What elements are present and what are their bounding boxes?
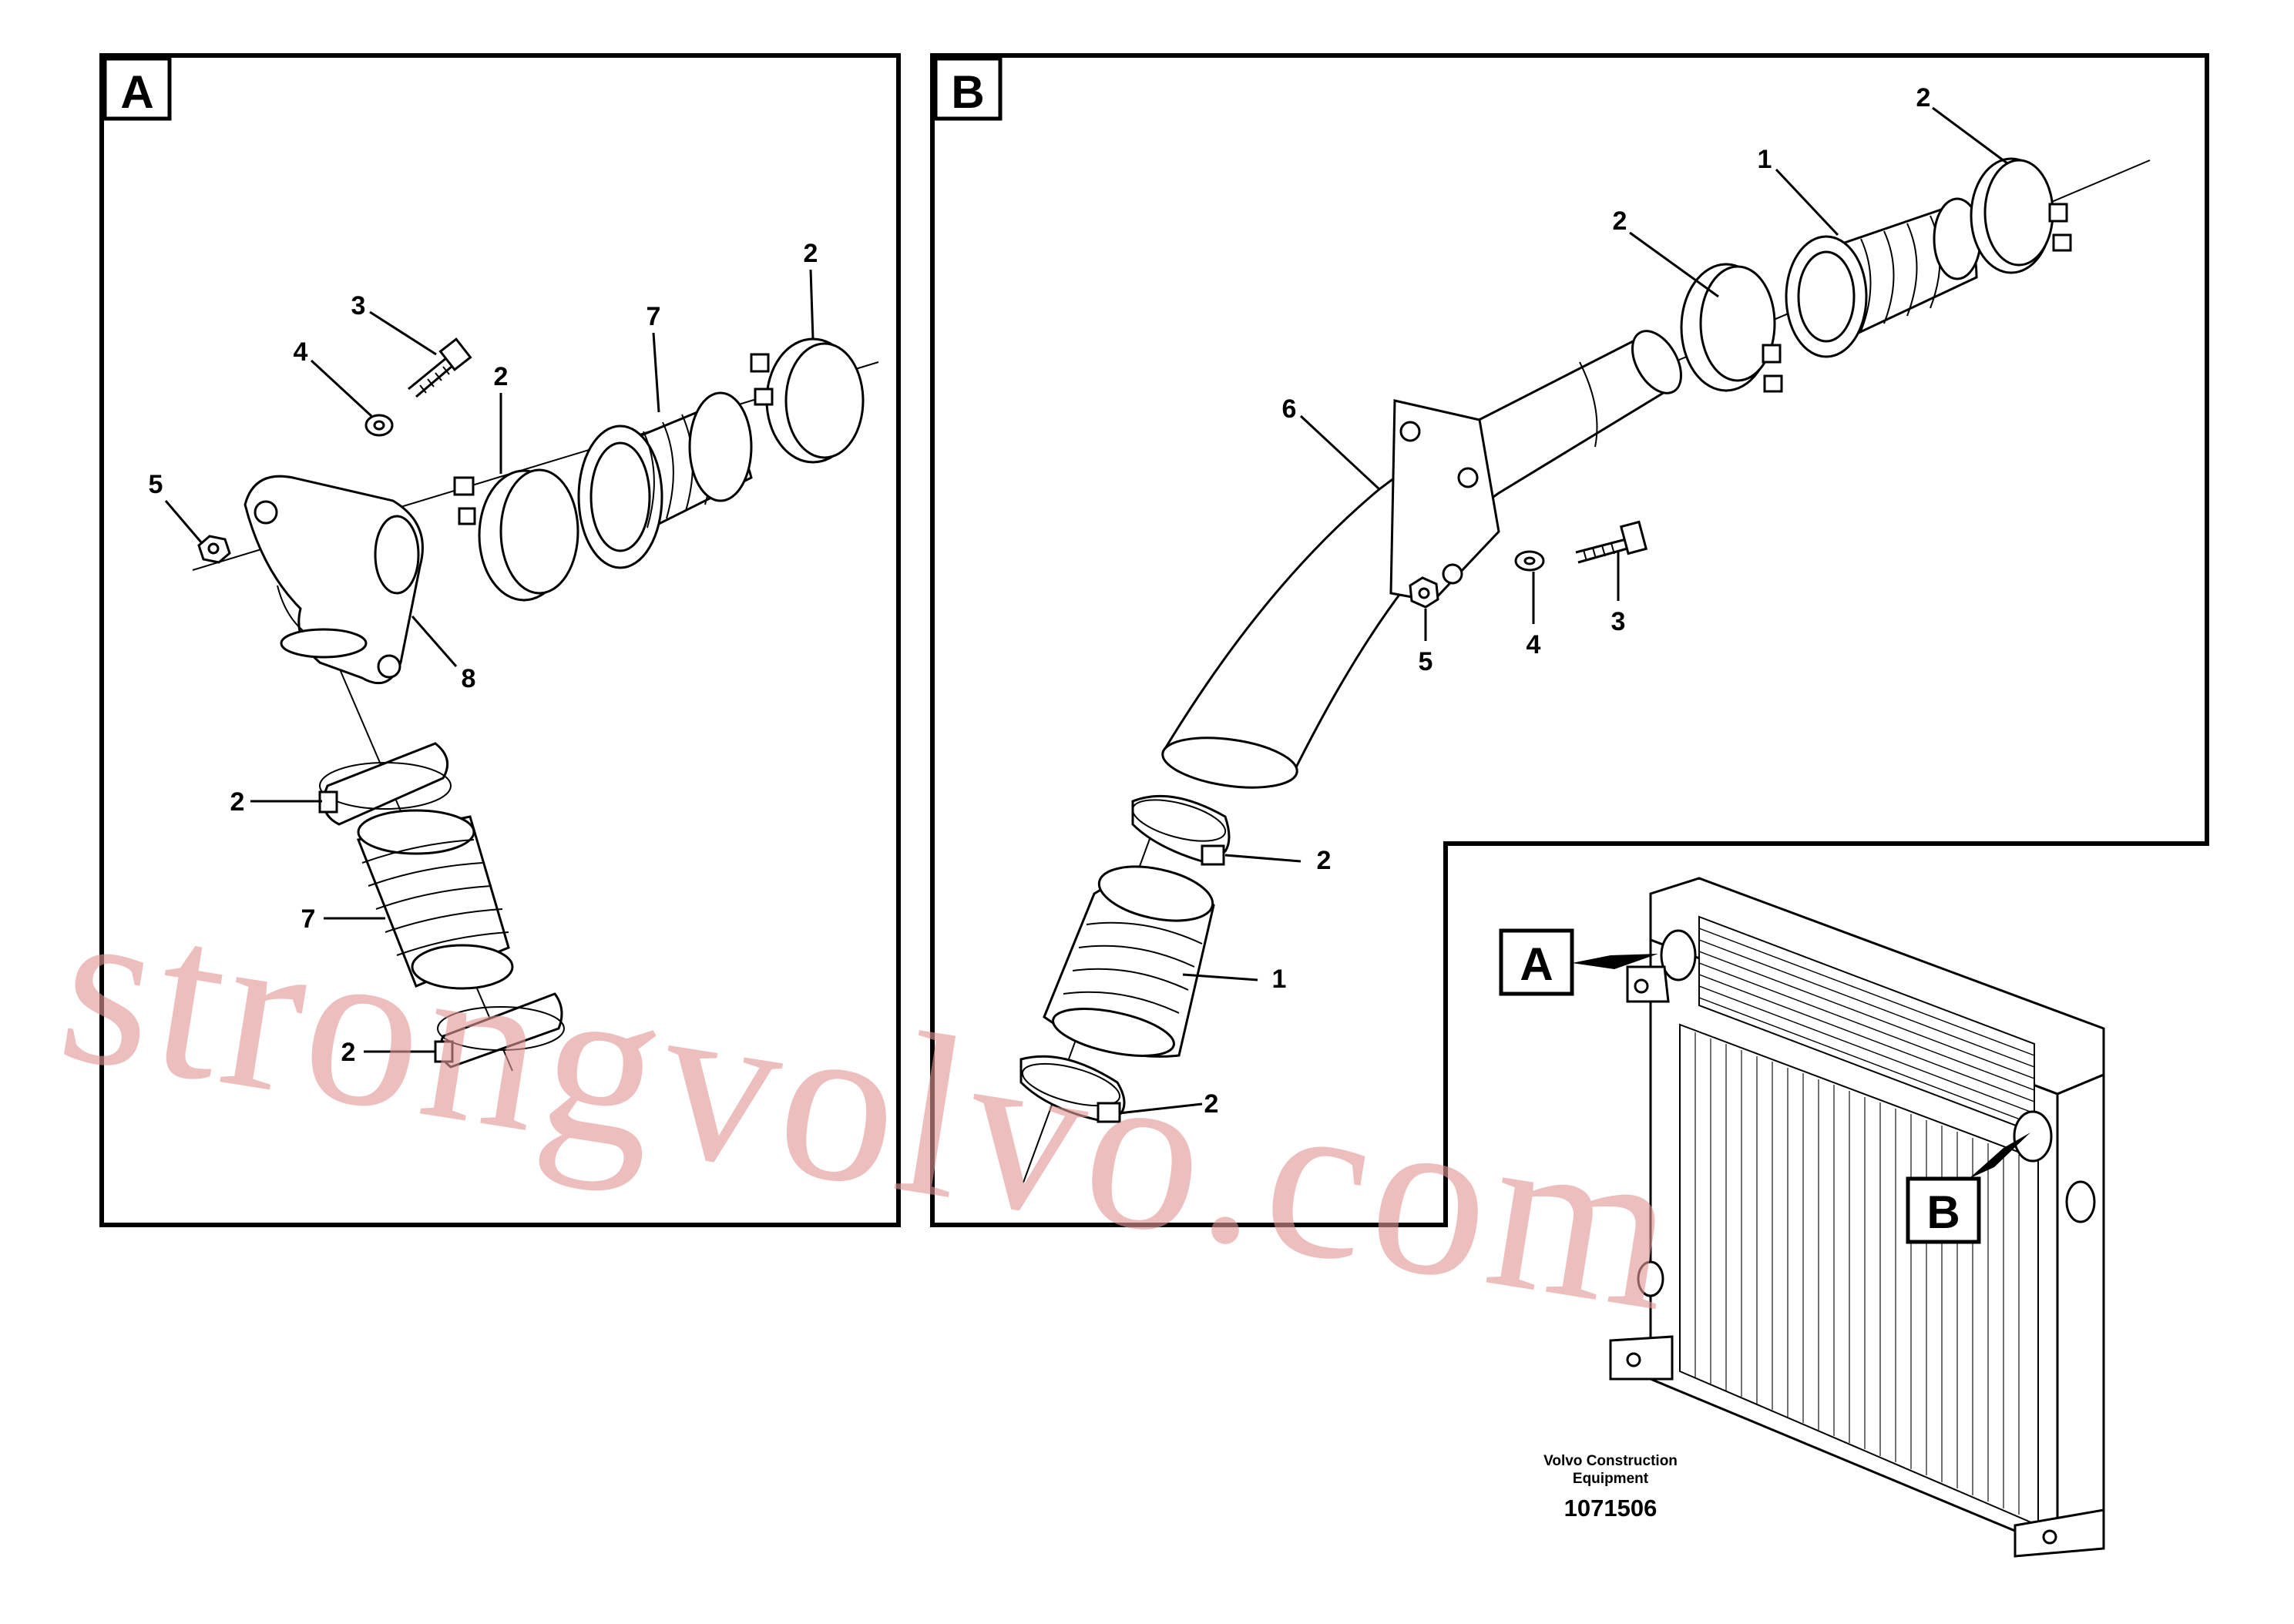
pipe-part — [1161, 330, 1682, 789]
bolt-part — [408, 337, 472, 398]
panel-b-tag-box — [933, 56, 1003, 121]
locator-cooler: A B — [1499, 877, 2105, 1558]
caption-line2: Equipment — [1573, 1471, 1649, 1487]
callout-a-2-right: 2 — [804, 239, 818, 268]
nut-part-b — [1409, 576, 1439, 609]
locator-a-box — [1499, 928, 1574, 996]
callout-a-4: 4 — [294, 337, 308, 367]
callout-b-4: 4 — [1527, 630, 1541, 659]
locator-b-box — [1906, 1176, 1981, 1244]
callout-a-7: 7 — [647, 302, 661, 331]
locator-b-label: B — [1926, 1186, 1960, 1238]
hose-part-b1 — [1785, 197, 1982, 358]
callout-a-2-lower2: 2 — [341, 1038, 356, 1067]
elbow-flange-part — [244, 475, 424, 685]
caption-line1: Volvo Construction — [1543, 1453, 1678, 1469]
hose-part-b2 — [1043, 865, 1215, 1058]
panel-a-tag: A — [120, 66, 153, 118]
callout-a-8: 8 — [462, 664, 476, 693]
callout-b-2-mid: 2 — [1613, 206, 1627, 236]
locator-a-label: A — [1520, 938, 1553, 990]
callout-b-2-lower2: 2 — [1204, 1089, 1219, 1119]
callout-b-1-lower: 1 — [1272, 965, 1287, 994]
leaders-b — [1118, 106, 2008, 1115]
clamp-part-a1 — [453, 468, 579, 602]
panel-a-frame — [99, 53, 901, 1227]
callout-a-3: 3 — [351, 291, 366, 320]
callout-b-1-upper: 1 — [1758, 145, 1772, 174]
callout-a-7-lower: 7 — [301, 904, 316, 934]
panel-a-tag-box — [102, 56, 172, 121]
leaders-a — [164, 269, 814, 1053]
clamp-part-b3 — [1131, 794, 1231, 866]
clamp-part-b2 — [1970, 157, 2072, 274]
callout-a-2-lower1: 2 — [230, 787, 245, 817]
panel-b-frame — [930, 53, 2209, 1227]
callout-b-5: 5 — [1419, 647, 1433, 676]
caption: Volvo Construction Equipment 1071506 — [1543, 1453, 1678, 1522]
clamp-part-a4 — [434, 992, 565, 1069]
panel-a: A — [99, 53, 901, 1227]
clamp-part-b1 — [1680, 263, 1783, 393]
panel-b-tag: B — [951, 66, 984, 118]
bolt-part-b — [1575, 520, 1648, 564]
callout-b-3: 3 — [1611, 607, 1626, 636]
callout-a-5: 5 — [149, 470, 163, 499]
hose-part-a1 — [577, 391, 753, 569]
watermark: strongvolvo.com — [46, 852, 1696, 1360]
panel-b: B — [930, 53, 2209, 1227]
callout-a-2-upper: 2 — [494, 362, 509, 391]
clamp-part-a3 — [318, 742, 452, 826]
clamp-part-b4 — [1019, 1055, 1126, 1123]
clamp-part-a2 — [750, 337, 865, 464]
callout-b-2-lower1: 2 — [1317, 846, 1332, 875]
nut-part — [197, 535, 231, 564]
callout-b-6: 6 — [1282, 394, 1297, 424]
callout-b-2-top: 2 — [1916, 83, 1931, 112]
hose-part-a2 — [356, 809, 514, 990]
drawing-number: 1071506 — [1564, 1495, 1658, 1522]
